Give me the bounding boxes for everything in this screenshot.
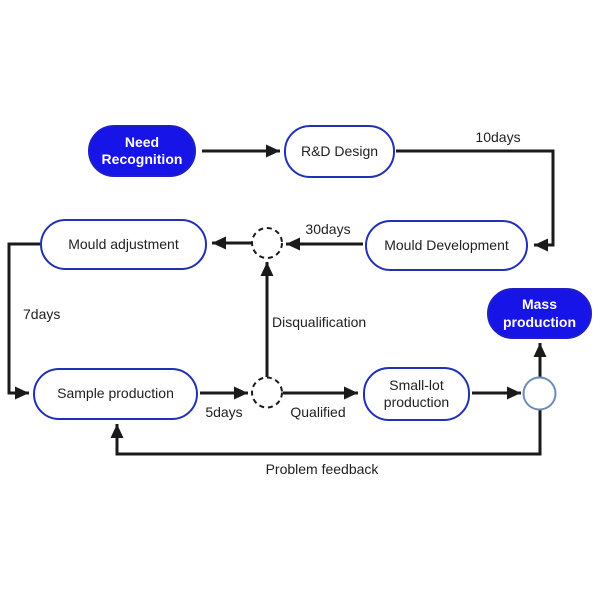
node-label: Sample production bbox=[57, 385, 174, 402]
node-rd-design: R&D Design bbox=[284, 125, 395, 178]
node-sample-production: Sample production bbox=[33, 368, 198, 420]
node-mould-adjustment: Mould adjustment bbox=[40, 219, 207, 270]
node-need-recognition: Need Recognition bbox=[88, 125, 196, 177]
edge-label-qualified: Qualified bbox=[290, 404, 346, 420]
edge-problem-feedback bbox=[110, 410, 542, 456]
edge-label-30days: 30days bbox=[305, 221, 351, 237]
node-small-lot-production: Small-lot production bbox=[363, 367, 470, 421]
edge-label-5days: 5days bbox=[205, 404, 243, 420]
edge-label-disqualification: Disqualification bbox=[272, 314, 367, 330]
inspection-connector-lower bbox=[251, 376, 283, 409]
node-label: Small-lot production bbox=[383, 376, 450, 411]
node-mould-development: Mould Development bbox=[365, 220, 528, 271]
inspection-connector-upper bbox=[251, 227, 283, 259]
node-label: R&D Design bbox=[300, 142, 379, 159]
edge-label-7days: 7days bbox=[23, 306, 61, 322]
node-label: Mould Development bbox=[384, 236, 509, 253]
edge-mould-adjustment-to-sample-production bbox=[7, 242, 40, 400]
junction-connector bbox=[522, 376, 557, 411]
node-label: Need Recognition bbox=[101, 133, 183, 168]
edge-rd-design-to-mould-development bbox=[396, 149, 555, 252]
edge-label-10days: 10days bbox=[475, 129, 521, 145]
node-label: Mould adjustment bbox=[68, 235, 179, 252]
node-mass-production: Mass production bbox=[487, 288, 592, 339]
node-label: Mass production bbox=[502, 296, 577, 330]
edge-label-problem-feedback: Problem feedback bbox=[265, 461, 379, 477]
